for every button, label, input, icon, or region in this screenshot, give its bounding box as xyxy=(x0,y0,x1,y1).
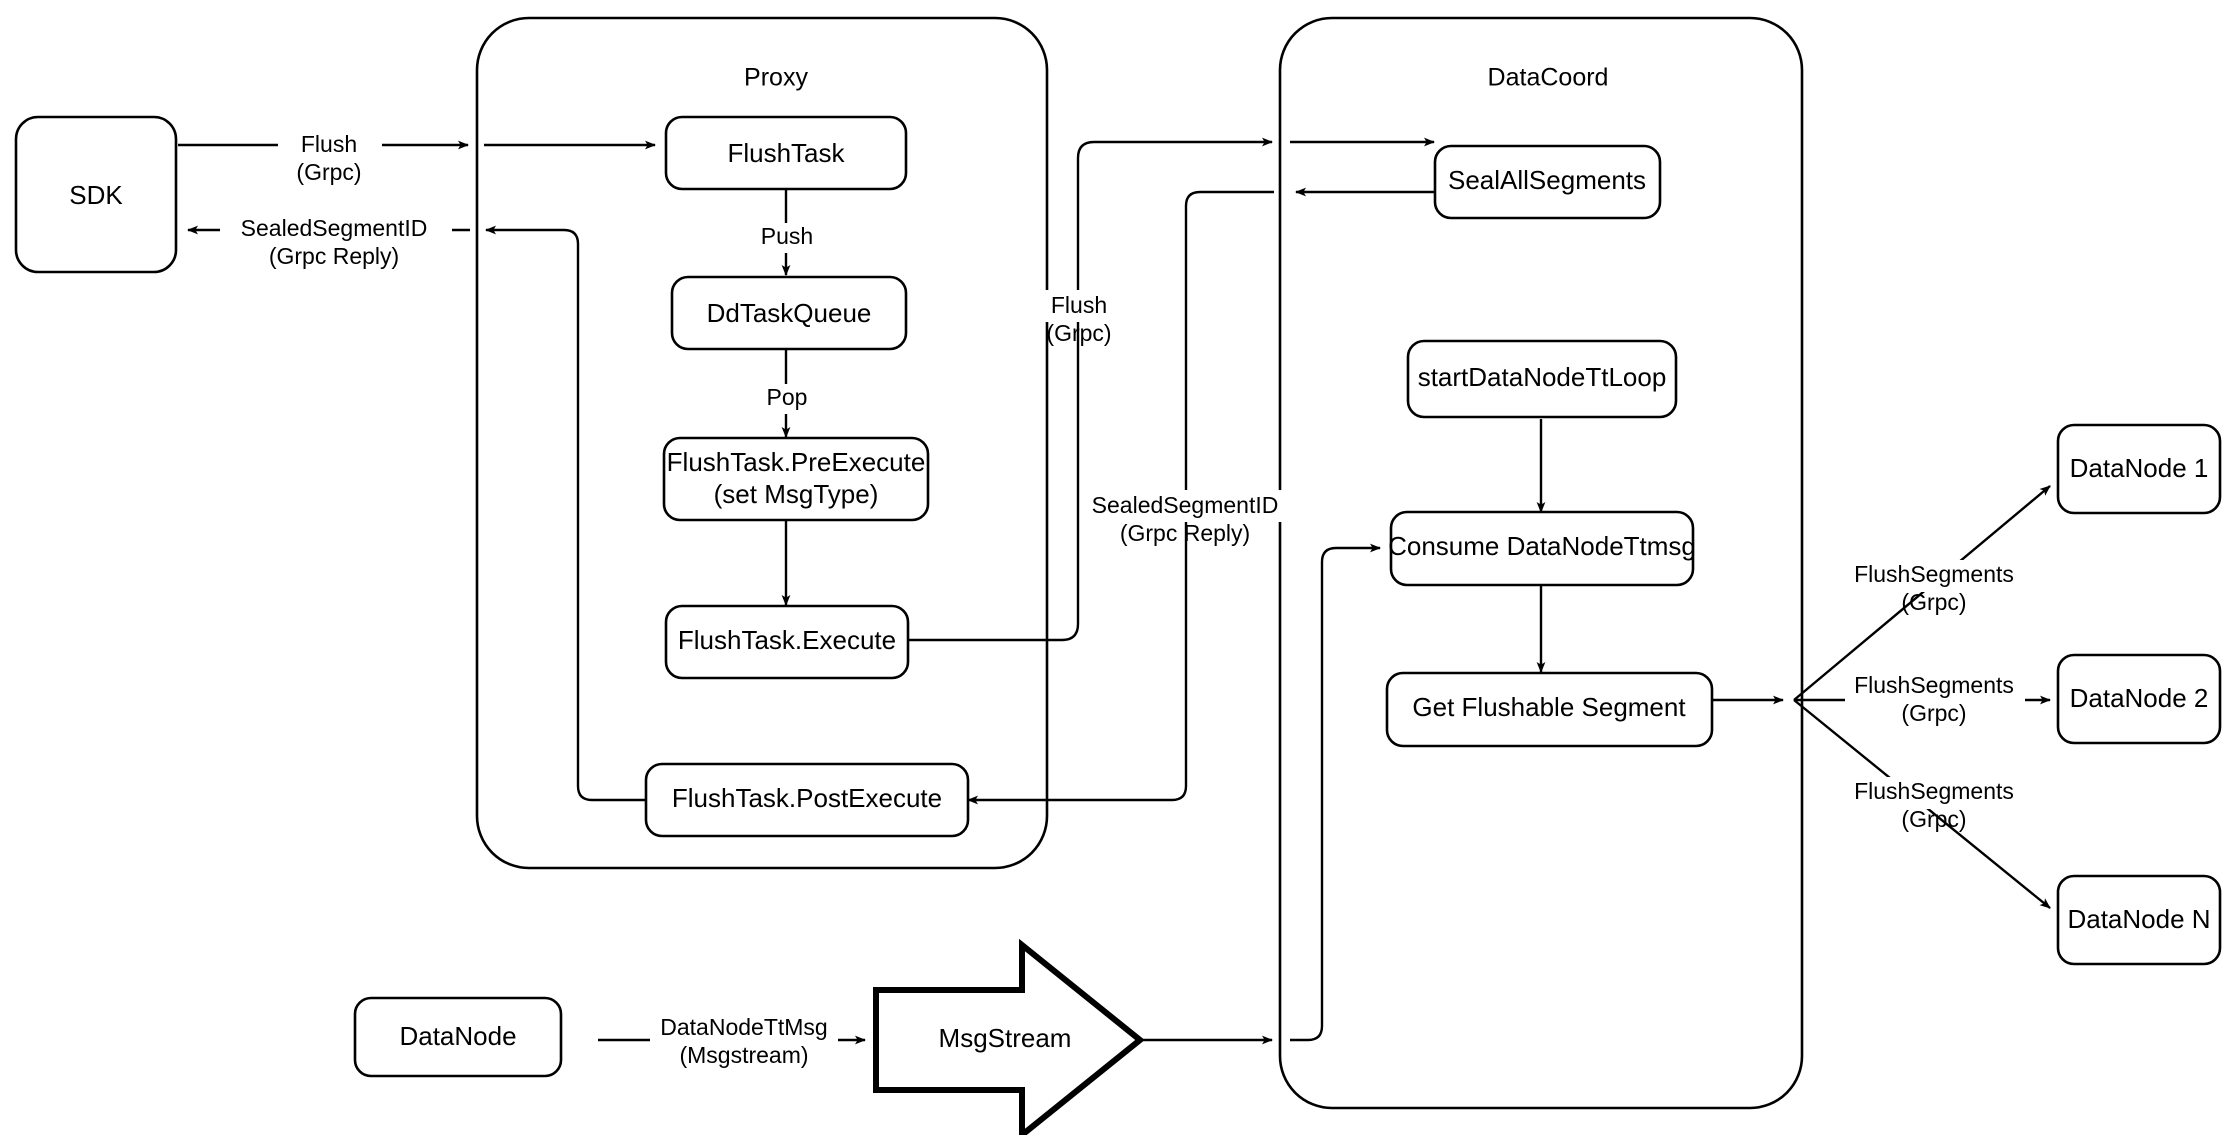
edge-coordedge-to-consume xyxy=(1290,543,1381,1042)
edge-label-flushsegments-1-line2: (Grpc) xyxy=(1901,589,1966,615)
datacoord-container-label: DataCoord xyxy=(1488,64,1609,92)
label-bg-push xyxy=(748,223,826,253)
edge-label-flushsegments-2-line1: FlushSegments xyxy=(1854,672,2014,698)
node-datanode-n-label: DataNode N xyxy=(2067,904,2210,934)
node-datanode-2-label: DataNode 2 xyxy=(2070,683,2209,713)
node-sealallsegments[interactable] xyxy=(1433,144,1662,220)
label-bg-pop xyxy=(752,384,822,414)
node-startdatanodettloop-label: startDataNodeTtLoop xyxy=(1418,362,1667,392)
edge-label-flushsegments-2-line2: (Grpc) xyxy=(1901,700,1966,726)
node-startdatanodettloop[interactable] xyxy=(1406,339,1678,419)
node-datanode-1[interactable] xyxy=(2056,423,2222,515)
node-sdk[interactable] xyxy=(14,115,178,274)
edge-label-sealedsegmentid-line2: (Grpc Reply) xyxy=(269,243,399,269)
edge-label-datanodettmsg-line1: DataNodeTtMsg xyxy=(660,1014,827,1040)
proxy-container-label: Proxy xyxy=(744,64,808,92)
node-datanode-2[interactable] xyxy=(2056,653,2222,745)
edge-execute-to-sealallsegments xyxy=(908,137,1273,642)
node-ddtaskqueue-label: DdTaskQueue xyxy=(707,298,872,328)
node-datanode-source[interactable] xyxy=(353,996,563,1078)
shape-msgstream-arrow xyxy=(873,938,1145,1135)
node-flushtask-postexecute[interactable] xyxy=(644,762,970,838)
datacoord-container xyxy=(1278,16,1804,1110)
edge-postexecute-to-reply xyxy=(485,225,648,802)
proxy-container xyxy=(475,16,1049,870)
edge-label-sealedsegmentid-line1: SealedSegmentID xyxy=(241,215,428,241)
label-bg-sealedsegmentid xyxy=(220,213,452,243)
edge-label-flushsegments-n-line2: (Grpc) xyxy=(1901,806,1966,832)
node-flushtask-preexecute-label-line2: (set MsgType) xyxy=(714,479,879,509)
edge-label-flush-coord-line1: Flush xyxy=(1051,292,1107,318)
node-ddtaskqueue[interactable] xyxy=(670,275,908,351)
node-flushtask-execute[interactable] xyxy=(664,604,910,680)
label-bg-sealedsegmentid-coord xyxy=(1087,490,1283,522)
node-datanode-source-label: DataNode xyxy=(399,1021,516,1051)
node-sealallsegments-label: SealAllSegments xyxy=(1448,165,1646,195)
node-msgstream-label: MsgStream xyxy=(939,1023,1072,1053)
edge-label-flush-grpc-line2: (Grpc) xyxy=(296,159,361,185)
node-flushtask-label: FlushTask xyxy=(727,138,845,168)
edge-label-flushsegments-1-line1: FlushSegments xyxy=(1854,561,2014,587)
node-consume-datanodettmsg-label: Consume DataNodeTtmsg xyxy=(1388,531,1696,561)
label-bg-flushsegments-n xyxy=(1845,777,2025,809)
node-datanode-n[interactable] xyxy=(2056,874,2222,966)
node-flushtask-preexecute-label-line1: FlushTask.PreExecute xyxy=(667,447,926,477)
edge-label-flush-coord-line2: (Grpc) xyxy=(1046,320,1111,346)
label-bg-flush-grpc xyxy=(278,128,382,160)
node-get-flushable-segment-label: Get Flushable Segment xyxy=(1412,692,1686,722)
edge-label-flush-grpc-line1: Flush xyxy=(301,131,357,157)
node-get-flushable-segment[interactable] xyxy=(1385,671,1714,748)
node-flushtask[interactable] xyxy=(664,115,908,191)
node-sdk-label: SDK xyxy=(69,180,123,210)
edge-label-push: Push xyxy=(761,223,813,249)
edge-label-pop: Pop xyxy=(767,384,808,410)
edge-label-sealedsegmentid-coord-line1: SealedSegmentID xyxy=(1092,492,1279,518)
label-bg-flushsegments-1 xyxy=(1845,560,2025,592)
node-flushtask-execute-label: FlushTask.Execute xyxy=(678,625,896,655)
label-bg-flushsegments-2 xyxy=(1845,671,2025,703)
label-bg-flush-coord xyxy=(1037,290,1121,322)
node-datanode-1-label: DataNode 1 xyxy=(2070,453,2209,483)
node-flushtask-preexecute[interactable] xyxy=(662,436,930,522)
edge-label-datanodettmsg-line2: (Msgstream) xyxy=(679,1042,808,1068)
node-flushtask-postexecute-label: FlushTask.PostExecute xyxy=(672,783,942,813)
label-bg-datanodettmsg xyxy=(650,1022,838,1054)
edge-fanout-to-datanode1 xyxy=(1793,485,2051,701)
edge-label-sealedsegmentid-coord-line2: (Grpc Reply) xyxy=(1120,520,1250,546)
edge-label-flushsegments-n-line1: FlushSegments xyxy=(1854,778,2014,804)
node-consume-datanodettmsg[interactable] xyxy=(1389,510,1695,587)
